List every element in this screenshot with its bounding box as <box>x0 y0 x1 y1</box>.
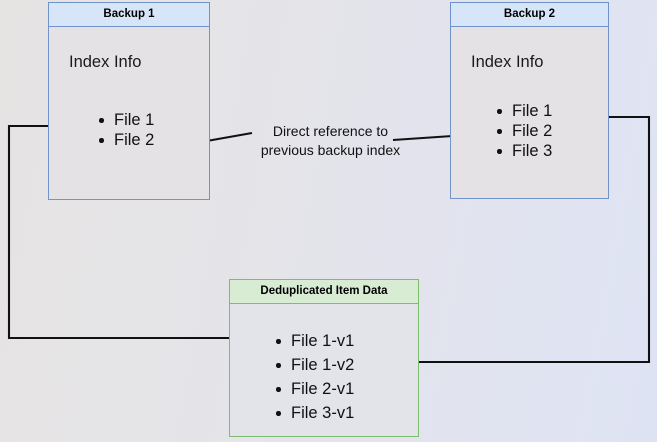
backup-1-file-list: File 1 File 2 <box>97 110 154 150</box>
node-backup-1-title: Backup 1 <box>49 3 209 27</box>
node-backup-1-body: Index Info File 1 File 2 <box>49 27 209 199</box>
list-item: File 3 <box>495 141 552 161</box>
node-backup-1[interactable]: Backup 1 Index Info File 1 File 2 <box>48 2 210 200</box>
node-deduplicated-item-data-body: File 1-v1 File 1-v2 File 2-v1 File 3-v1 <box>230 304 418 436</box>
list-item: File 1 <box>495 101 552 121</box>
node-backup-2[interactable]: Backup 2 Index Info File 1 File 2 File 3 <box>450 2 609 199</box>
list-item: File 2-v1 <box>274 377 354 401</box>
node-backup-2-body: Index Info File 1 File 2 File 3 <box>451 27 608 198</box>
list-item: File 1-v1 <box>274 329 354 353</box>
list-item: File 3-v1 <box>274 401 354 425</box>
dedup-file-list: File 1-v1 File 1-v2 File 2-v1 File 3-v1 <box>274 329 354 425</box>
backup-2-index-info-label: Index Info <box>471 53 544 71</box>
list-item: File 1 <box>97 110 154 130</box>
backup-2-file-list: File 1 File 2 File 3 <box>495 101 552 161</box>
node-deduplicated-item-data-title: Deduplicated Item Data <box>230 280 418 304</box>
list-item: File 2 <box>495 121 552 141</box>
backup-1-index-info-label: Index Info <box>69 53 142 71</box>
edge-label-direct-reference: Direct reference to previous backup inde… <box>260 123 401 158</box>
node-backup-2-title: Backup 2 <box>451 3 608 27</box>
node-deduplicated-item-data[interactable]: Deduplicated Item Data File 1-v1 File 1-… <box>229 279 419 437</box>
list-item: File 1-v2 <box>274 353 354 377</box>
list-item: File 2 <box>97 130 154 150</box>
